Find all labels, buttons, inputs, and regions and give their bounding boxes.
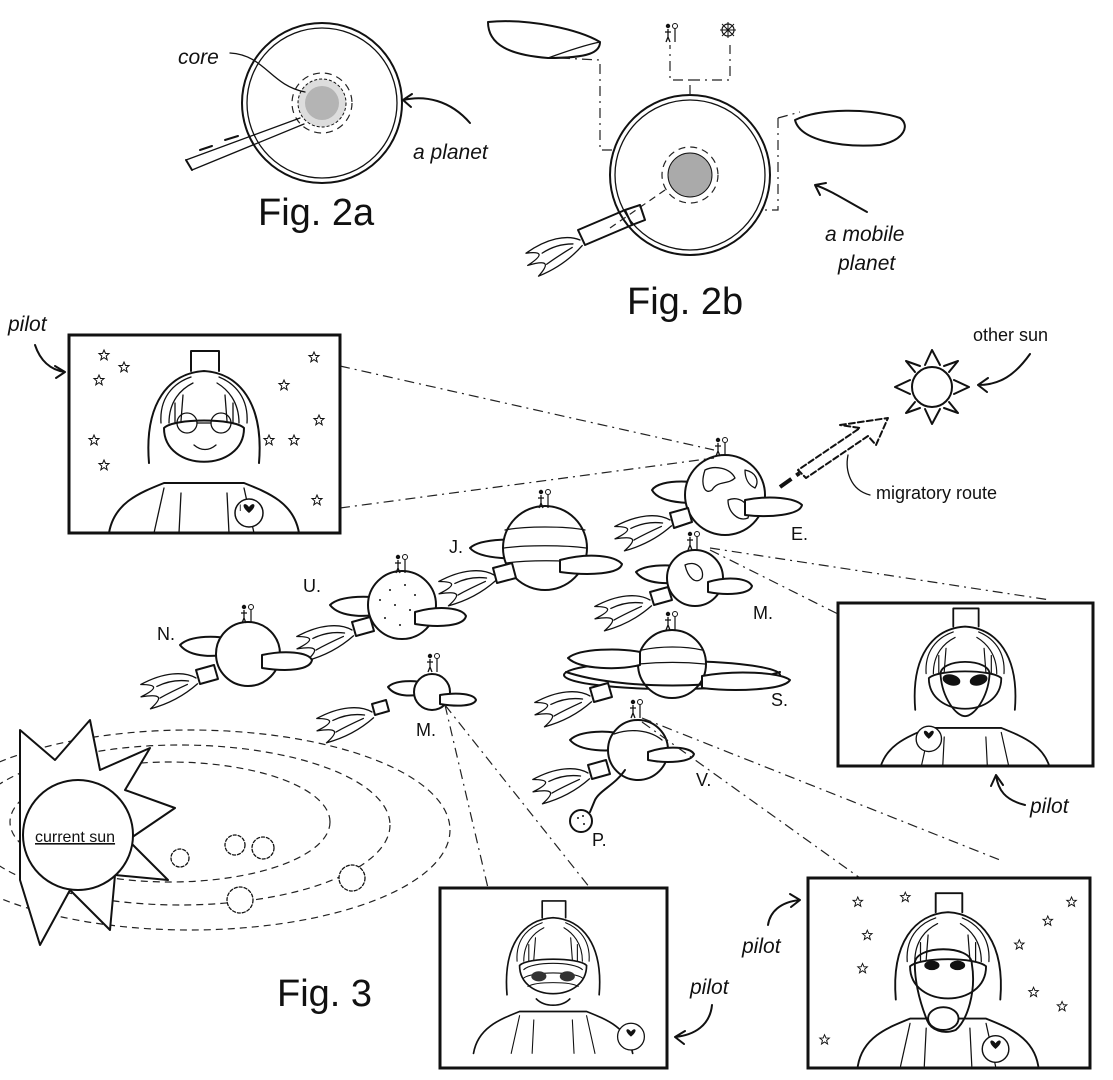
fig3-solar-migration-diagram: current sun other sun migratory rou — [0, 313, 1095, 1070]
planet-earth: E. — [610, 436, 808, 554]
wing-icon — [487, 20, 601, 59]
badge-text: I — [239, 503, 242, 513]
pilot-panel-alien-grey: pilot — [836, 601, 1095, 818]
label-neptune: N. — [157, 624, 175, 644]
arrow-icon — [814, 182, 868, 213]
rocket-flame-icon — [530, 684, 596, 730]
arrow-icon — [674, 1004, 713, 1045]
rocket-flame-icon — [528, 761, 594, 807]
person-icon — [714, 436, 729, 457]
other-sun: other sun — [894, 325, 1048, 425]
fig2a-planet-diagram: core a planet Fig. 2a — [178, 22, 489, 234]
fig2a-caption: Fig. 2a — [258, 192, 375, 234]
planet-core — [291, 72, 353, 134]
label-pilot-alien-grey: pilot — [1029, 795, 1070, 818]
arrow-icon — [402, 93, 471, 124]
label-mercury: M. — [416, 720, 436, 740]
planet-neptune: N. — [136, 603, 313, 712]
label-venus: V. — [696, 770, 711, 790]
wing-icon — [744, 496, 803, 518]
pilot-panel-alien-brown: pilot — [438, 886, 730, 1070]
label-mars: M. — [753, 603, 773, 623]
pilot-panel-alien-furry: pilot — [741, 876, 1092, 1070]
rocket-flame-icon — [136, 666, 202, 712]
rocket-flame-icon — [312, 700, 378, 746]
heart-icon — [243, 504, 255, 513]
arrow-icon — [767, 893, 801, 926]
rocket-flame-icon — [521, 229, 588, 280]
planet-mercury: M. — [312, 652, 477, 746]
label-jupiter: J. — [449, 537, 463, 557]
label-pilot-alien-furry: pilot — [741, 935, 782, 958]
rocket-flame-icon — [610, 508, 676, 554]
planet-jupiter: J. — [434, 488, 623, 609]
arrow-icon — [34, 344, 66, 379]
planet-pluto: P. — [569, 809, 607, 850]
sun-icon — [894, 349, 970, 425]
person-icon — [664, 22, 679, 43]
label-current-sun: current sun — [35, 829, 115, 846]
arrow-icon — [990, 774, 1026, 806]
planet-venus: V. — [528, 698, 711, 813]
arrow-icon — [977, 353, 1031, 393]
label-pilot-human: pilot — [7, 313, 48, 336]
planet-saturn: S. — [530, 610, 791, 730]
planet-mars: M. — [590, 530, 773, 634]
label-mobile-planet-2: planet — [837, 252, 896, 275]
fig2b-mobile-planet-diagram: a mobile planet Fig. 2b — [487, 20, 906, 323]
rocket-engine — [521, 204, 646, 280]
fig2b-caption: Fig. 2b — [627, 281, 743, 323]
rocket-flame-icon — [434, 563, 500, 609]
fig3-caption: Fig. 3 — [277, 973, 372, 1015]
label-pluto: P. — [592, 830, 607, 850]
migratory-route: migratory route — [778, 417, 997, 503]
core-leader-line — [229, 52, 306, 93]
label-migratory-route: migratory route — [876, 483, 997, 503]
helm-wheel-icon — [720, 22, 736, 38]
label-other-sun: other sun — [973, 325, 1048, 345]
label-uranus: U. — [303, 576, 321, 596]
planet-uranus: U. — [292, 553, 467, 664]
current-sun-system: current sun — [0, 719, 451, 946]
pilot-panel-human: I pilot — [7, 313, 342, 535]
label-pilot-alien-brown: pilot — [689, 976, 730, 999]
rocket-flame-icon — [590, 588, 656, 634]
label-earth: E. — [791, 524, 808, 544]
label-a-planet: a planet — [413, 141, 489, 164]
label-mobile-planet-1: a mobile — [825, 223, 904, 246]
label-core: core — [178, 46, 219, 69]
label-saturn: S. — [771, 690, 788, 710]
wing-icon — [794, 109, 906, 147]
